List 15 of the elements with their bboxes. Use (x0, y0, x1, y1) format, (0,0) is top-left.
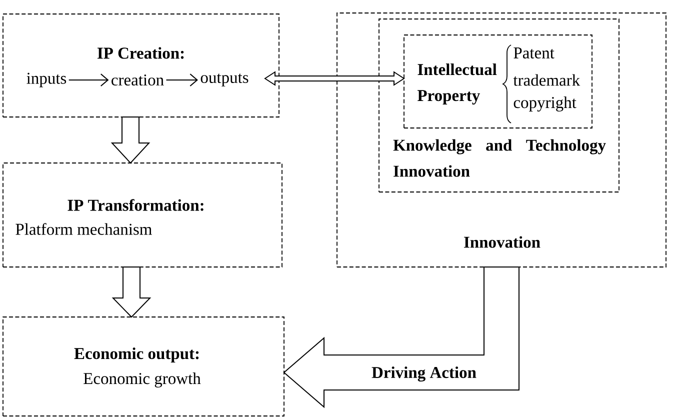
block-arrow (112, 266, 152, 318)
node-label: Patent (514, 48, 554, 58)
node-label: copyright (514, 96, 576, 112)
double-arrow (264, 71, 405, 86)
step-label: inputs (26, 72, 66, 88)
arrow (166, 74, 198, 86)
step-label: outputs (200, 74, 248, 86)
node-label: trademark (513, 74, 580, 86)
concept-box: Intellectual Property Patent trademark copyright (404, 34, 592, 128)
process-box: IP Transformation: Platform mechanism (2, 162, 282, 268)
arrow (68, 74, 109, 86)
step-label: creation (112, 74, 164, 86)
process-box: Economic output: Economic growth (2, 316, 284, 416)
edge-label: Driving Action (370, 364, 478, 384)
node-label: Intellectual Property (417, 64, 497, 105)
